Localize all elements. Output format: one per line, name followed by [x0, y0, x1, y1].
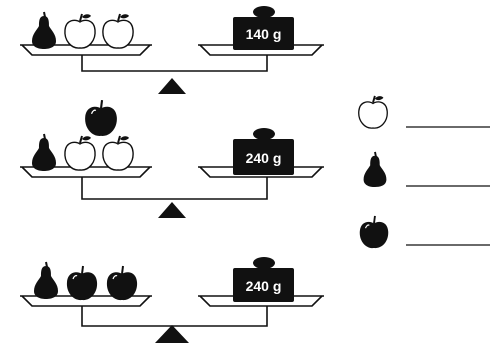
apple-light-icon	[63, 135, 97, 172]
right-pan	[199, 295, 323, 307]
apple-light-icon	[357, 94, 389, 130]
right-pan	[199, 166, 323, 178]
weight-label: 240 g	[246, 150, 282, 166]
apple-light-icon	[101, 135, 135, 172]
left-pan	[21, 44, 151, 56]
weight-block: 240 g	[233, 257, 294, 302]
pear-icon	[30, 132, 58, 172]
weight-block: 140 g	[233, 6, 294, 50]
apple-dark-icon	[65, 265, 99, 302]
pear-icon	[30, 10, 58, 50]
right-pan	[199, 44, 323, 56]
balance-scale-3: 240 g	[20, 257, 324, 343]
balance-scale-1: 140 g	[20, 6, 324, 94]
beam	[81, 177, 268, 200]
apple-light-icon	[63, 13, 97, 50]
weight-label: 140 g	[246, 26, 282, 42]
left-pan	[21, 166, 151, 178]
beam	[81, 306, 268, 327]
balance-scale-2: 240 g	[20, 99, 324, 218]
fulcrum	[155, 325, 189, 343]
weight-block: 240 g	[233, 128, 294, 175]
pear-icon	[32, 260, 60, 300]
left-pan	[21, 295, 151, 307]
apple-dark-icon	[105, 265, 139, 302]
fulcrum	[158, 78, 186, 94]
apple-light-icon	[101, 13, 135, 50]
apple-dark-icon	[84, 99, 118, 138]
answer-key	[357, 94, 490, 250]
weight-label: 240 g	[246, 278, 282, 294]
fulcrum	[158, 202, 186, 218]
apple-dark-icon	[358, 214, 390, 250]
pear-icon	[362, 150, 388, 188]
beam	[81, 55, 268, 72]
